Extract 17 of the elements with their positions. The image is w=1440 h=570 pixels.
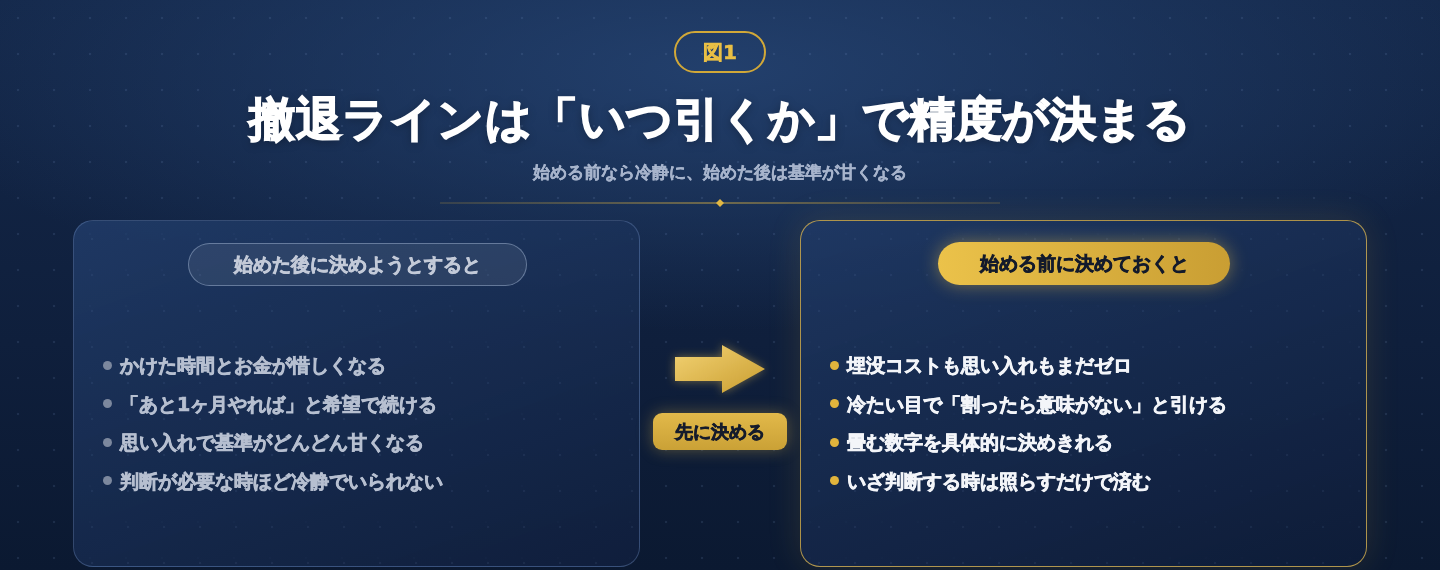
figure-number: 図1 bbox=[674, 31, 766, 73]
comparison-panel bbox=[73, 220, 640, 567]
section-header: 始めた後に決めようとすると bbox=[188, 243, 527, 286]
list-item-text: 思い入れで基準がどんどん甘くなる bbox=[120, 430, 424, 455]
list-item-text: いざ判断する時は照らすだけで済む bbox=[847, 468, 1151, 494]
arrow bbox=[675, 345, 765, 393]
list-item-text: 冷たい目で「割ったら意味がない」と引ける bbox=[847, 391, 1227, 417]
section-header: 始める前に決めておくと bbox=[938, 242, 1230, 285]
list-item-text: 判断が必要な時ほど冷静でいられない bbox=[120, 468, 443, 494]
title: 撤退ラインは「いつ引くか」で精度が決まる bbox=[249, 91, 1191, 148]
list-item-text: 畳む数字を具体的に決めきれる bbox=[847, 430, 1113, 455]
comparison-panel bbox=[800, 220, 1367, 567]
list-item-text: 埋没コストも思い入れもまだゼロ bbox=[847, 353, 1132, 378]
subtitle: 始める前なら冷静に、始めた後は基準が甘くなる bbox=[533, 161, 907, 184]
list-item-text: 「あと1ヶ月やれば」と希望で続ける bbox=[120, 391, 438, 417]
list-item-text: かけた時間とお金が惜しくなる bbox=[120, 353, 386, 378]
edge-label: 先に決める bbox=[653, 413, 787, 450]
